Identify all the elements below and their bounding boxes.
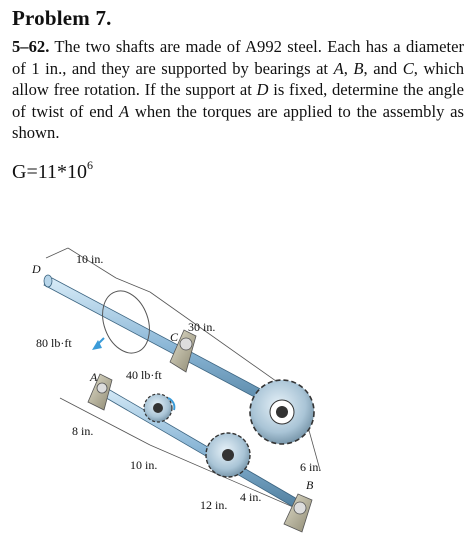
torque-80-ring bbox=[92, 290, 150, 354]
label-B: B bbox=[306, 478, 314, 492]
text-segment: The two shafts are made of A992 steel. E… bbox=[12, 37, 464, 78]
dim-line bbox=[59, 397, 151, 446]
text-segment: , and bbox=[363, 58, 403, 78]
text-segment: , bbox=[343, 58, 354, 78]
bearing-B bbox=[283, 493, 313, 533]
label-dim-12in: 12 in. bbox=[200, 498, 228, 512]
var-C: C bbox=[402, 58, 414, 78]
label-dim-4in: 4 in. bbox=[240, 490, 262, 504]
problem-number: 5–62. bbox=[12, 37, 50, 56]
label-dim-30in: 30 in. bbox=[188, 320, 216, 334]
given-exponent: 6 bbox=[86, 158, 93, 172]
var-D: D bbox=[256, 80, 269, 99]
label-dim-10in-bottom: 10 in. bbox=[130, 458, 158, 472]
small-gear bbox=[143, 393, 176, 423]
label-dim-6in: 6 in. bbox=[300, 460, 322, 474]
given-base: G=11*10 bbox=[12, 161, 87, 183]
dimension-lines bbox=[45, 247, 321, 511]
bearing-C bbox=[169, 329, 197, 373]
dim-line bbox=[45, 247, 69, 259]
problem-statement: 5–62. The two shafts are made of A992 st… bbox=[12, 36, 464, 144]
text-segment: , which allow free rotation. If the supp… bbox=[12, 58, 464, 100]
large-gear bbox=[249, 379, 315, 445]
text-segment: is fixed, determine the angle of twist o… bbox=[12, 80, 464, 121]
label-torque-80: 80 lb·ft bbox=[36, 336, 72, 350]
label-C: C bbox=[170, 330, 179, 344]
label-A: A bbox=[90, 370, 98, 384]
label-dim-8in: 8 in. bbox=[72, 424, 94, 438]
dim-line bbox=[67, 247, 117, 279]
var-A: A bbox=[118, 101, 130, 121]
problem-heading: Problem 7. bbox=[12, 6, 112, 30]
var-B: B bbox=[353, 58, 364, 78]
label-dim-10in-top: 10 in. bbox=[76, 252, 104, 266]
text-segment: when the torques are applied to the asse… bbox=[12, 101, 464, 143]
medium-gear bbox=[205, 432, 251, 478]
dim-line bbox=[149, 291, 301, 399]
bearing-A bbox=[87, 373, 113, 411]
dim-line bbox=[115, 277, 151, 293]
var-A: A bbox=[333, 58, 344, 78]
given-shear-modulus: G=11*106 bbox=[12, 158, 93, 184]
label-torque-40: 40 lb·ft bbox=[126, 368, 162, 382]
label-D: D bbox=[32, 262, 41, 276]
